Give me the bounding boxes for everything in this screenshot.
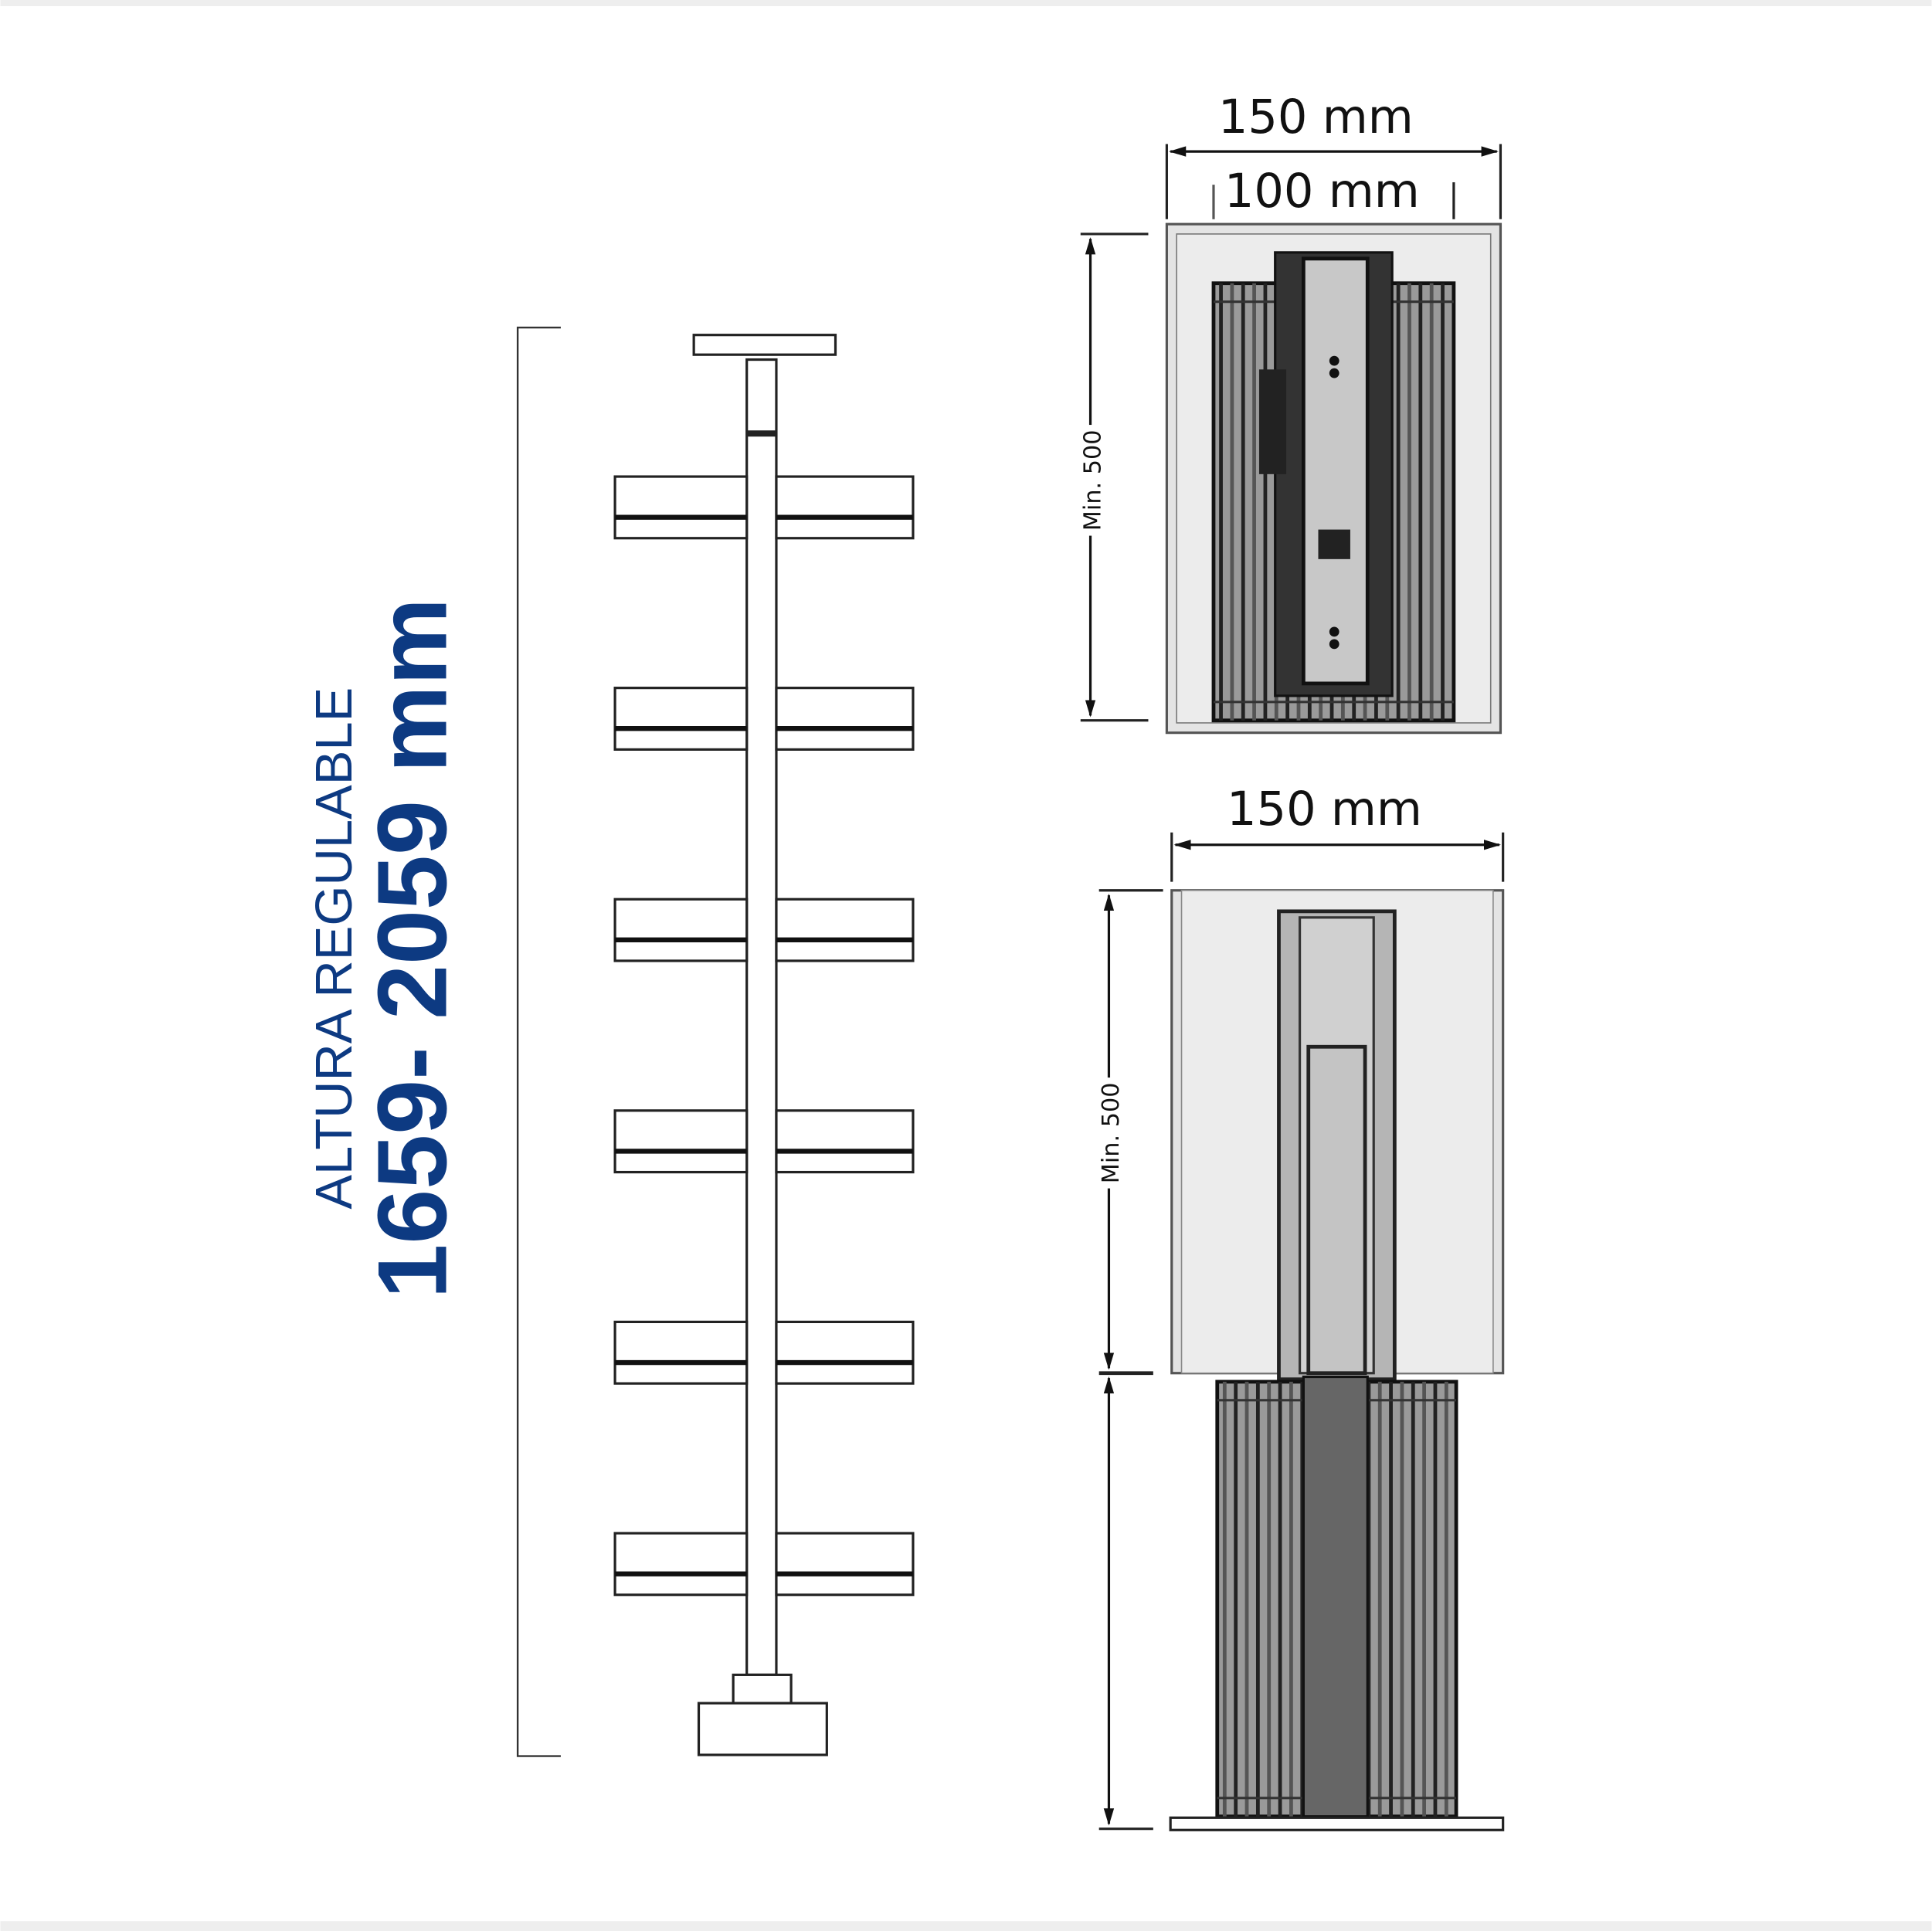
shelf [775,898,915,962]
shelf [613,1109,749,1174]
shelf [775,1109,915,1174]
top-cap [692,334,837,356]
shelf [775,1532,915,1597]
height-range-value: 1659- 2059 mm [358,598,468,1299]
shelf [775,475,915,540]
pantry-pullout-side-view [613,334,915,1756]
shelf [775,1320,915,1385]
shelf [613,1320,749,1385]
inner-width-label: 100 mm [1224,165,1420,219]
height-label: ALTURA REGULABLE 1659- 2059 mm [305,598,468,1299]
min-height-label: Min. 500 [1079,429,1106,531]
shelf [613,898,749,962]
shelf [613,687,749,751]
shelf [613,1532,749,1597]
shelf [613,475,749,540]
top-view: 150 mm 100 mm Min. 500 [1078,90,1502,735]
outer-width-label: 150 mm [1227,782,1422,837]
shelf [775,687,915,751]
height-bracket [516,326,561,1757]
adjustable-height-label: ALTURA REGULABLE [305,687,363,1210]
extended-view: 150 mm Min. 500 [1096,782,1505,1831]
extended-basket-mechanism [1169,909,1505,1831]
basket-mechanism [1211,251,1456,723]
pole [745,358,778,1676]
min-height-label: Min. 500 [1098,1082,1125,1183]
bottom-collar [732,1673,793,1705]
base-foot [697,1702,828,1756]
outer-width-label: 150 mm [1218,90,1414,144]
